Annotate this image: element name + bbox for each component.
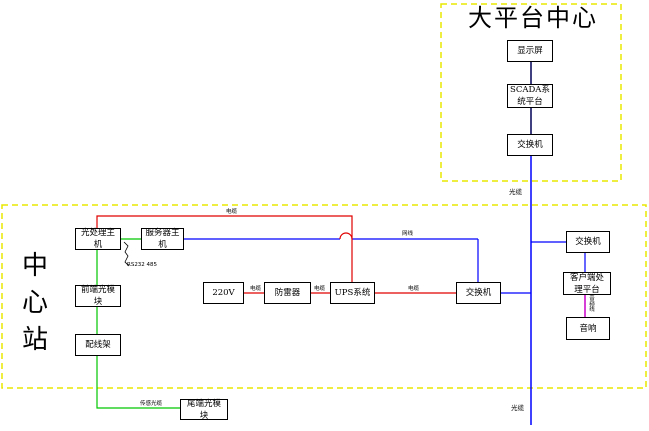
ups-box: UPS系统	[330, 282, 375, 304]
power-cable-top-label: 电缆	[226, 209, 238, 215]
switch-mid-box: 交换机	[456, 282, 501, 304]
fiber-patch-tail	[96, 356, 180, 409]
rs-cable-label: RS232 485	[127, 262, 158, 268]
station-zone-border	[1, 204, 647, 389]
power-220v-box: 220V	[203, 282, 244, 304]
power-cable-b-label: 电缆	[314, 286, 326, 292]
rs-connector-line	[123, 241, 130, 267]
client-platform-box: 客户端处理平台	[563, 272, 611, 295]
tail-module-box: 尾端光模块	[180, 399, 228, 421]
switch-right-box: 交换机	[566, 231, 610, 253]
surge-protector-box: 防雷器	[264, 282, 311, 304]
power-cable-c-label: 电缆	[408, 286, 420, 292]
network-cable-label: 网线	[402, 231, 414, 237]
optical-host-box: 光处理主机	[75, 228, 121, 250]
scada-box: SCADA系统平台	[507, 84, 553, 108]
station-zone-title: 中心站	[21, 251, 48, 355]
platform-zone-border	[440, 3, 622, 182]
switch-top-box: 交换机	[507, 134, 553, 156]
sensing-fiber-label: 传感光缆	[140, 401, 163, 407]
audio-line-label: 音频线	[589, 296, 595, 313]
power-line-top	[96, 215, 353, 282]
fiber-lower-label: 光缆	[511, 404, 524, 412]
server-host-box: 服务器主机	[141, 228, 184, 250]
power-line-crossover	[339, 232, 353, 240]
power-cable-a-label: 电缆	[250, 286, 262, 292]
speaker-box: 音响	[566, 317, 610, 340]
patch-frame-box: 配线架	[75, 334, 121, 356]
display-box: 显示屏	[507, 40, 553, 62]
front-module-box: 前端光模块	[75, 285, 121, 307]
platform-zone-title: 大平台中心	[468, 4, 598, 32]
fiber-upper-label: 光缆	[509, 188, 522, 196]
